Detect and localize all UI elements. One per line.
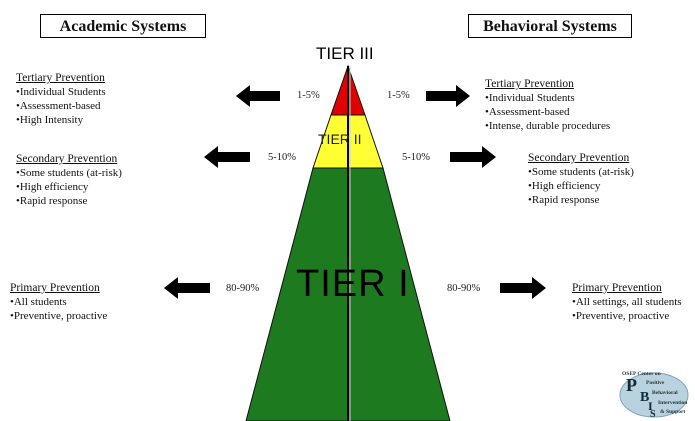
left-secondary-percent: 5-10%	[268, 152, 296, 163]
behavioral-systems-title: Behavioral Systems	[468, 14, 632, 38]
left-primary-block: Primary Prevention •All students •Preven…	[10, 281, 107, 323]
tier3-label: TIER III	[316, 44, 374, 63]
svg-text:Positive: Positive	[646, 380, 665, 386]
left-primary-item: •All students	[10, 296, 67, 308]
left-secondary-item: •High efficiency	[16, 181, 89, 193]
svg-text:Intervention: Intervention	[658, 400, 687, 406]
right-secondary-heading: Secondary Prevention	[528, 152, 630, 164]
left-arrow-icon	[236, 85, 280, 107]
svg-text:P: P	[626, 375, 637, 395]
left-primary-item: •Preventive, proactive	[10, 310, 108, 322]
left-arrow-icon	[164, 277, 210, 299]
left-primary-heading: Primary Prevention	[10, 282, 100, 294]
svg-text:B: B	[640, 390, 649, 405]
right-secondary-item: •Some students (at-risk)	[528, 166, 634, 178]
left-secondary-item: •Rapid response	[16, 195, 88, 207]
pbis-logo-icon: OSEP Center on P B I S Positive Behavior…	[619, 371, 689, 419]
right-tertiary-item: •Individual Students	[485, 92, 575, 104]
left-tertiary-block: Tertiary Prevention •Individual Students…	[16, 71, 106, 127]
academic-systems-title: Academic Systems	[40, 14, 206, 38]
svg-text:OSEP Center on: OSEP Center on	[622, 371, 661, 377]
right-tertiary-heading: Tertiary Prevention	[485, 78, 574, 90]
right-secondary-percent: 5-10%	[402, 152, 430, 163]
left-tertiary-heading: Tertiary Prevention	[16, 72, 105, 84]
right-secondary-block: Secondary Prevention •Some students (at-…	[528, 151, 634, 207]
svg-text:& Support: & Support	[660, 409, 685, 415]
left-tertiary-item: •Assessment-based	[16, 100, 101, 112]
left-tertiary-item: •Individual Students	[16, 86, 106, 98]
right-primary-percent: 80-90%	[447, 283, 481, 294]
right-tertiary-item: •Intense, durable procedures	[485, 120, 611, 132]
right-arrow-icon	[500, 277, 546, 299]
left-arrow-icon	[204, 146, 250, 168]
right-tertiary-item: •Assessment-based	[485, 106, 570, 118]
right-tertiary-percent: 1-5%	[387, 90, 410, 101]
right-secondary-item: •High efficiency	[528, 180, 601, 192]
svg-text:Behavioral: Behavioral	[652, 390, 678, 396]
right-primary-item: •All settings, all students	[572, 296, 682, 308]
right-tertiary-block: Tertiary Prevention •Individual Students…	[485, 77, 610, 133]
right-arrow-icon	[450, 146, 496, 168]
left-tertiary-item: •High Intensity	[16, 114, 84, 126]
tier1-label: TIER I	[296, 263, 410, 305]
right-primary-block: Primary Prevention •All settings, all st…	[572, 281, 682, 323]
svg-text:I: I	[648, 399, 653, 413]
svg-text:S: S	[650, 409, 656, 419]
right-arrow-icon	[426, 85, 470, 107]
left-secondary-item: •Some students (at-risk)	[16, 167, 122, 179]
right-primary-item: •Preventive, proactive	[572, 310, 670, 322]
left-secondary-heading: Secondary Prevention	[16, 153, 118, 165]
left-primary-percent: 80-90%	[226, 283, 260, 294]
right-secondary-item: •Rapid response	[528, 194, 600, 206]
tier2-label: TIER II	[318, 131, 362, 147]
left-tertiary-percent: 1-5%	[297, 90, 320, 101]
left-secondary-block: Secondary Prevention •Some students (at-…	[16, 152, 122, 208]
right-primary-heading: Primary Prevention	[572, 282, 662, 294]
